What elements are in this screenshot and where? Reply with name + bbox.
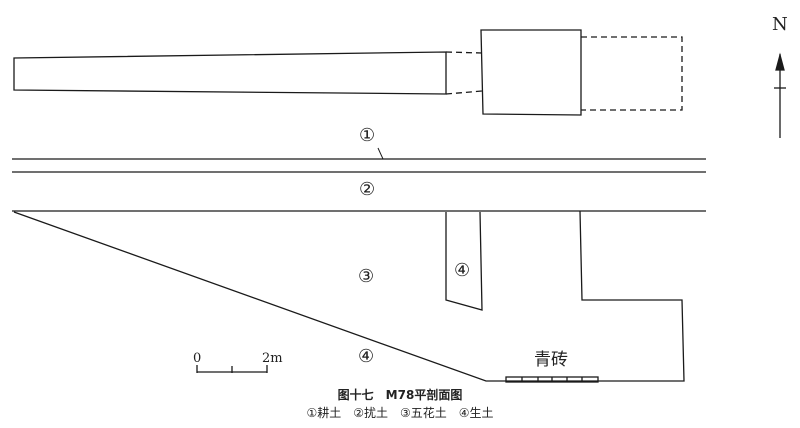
layer-label-4-lower: ④ (358, 346, 375, 367)
section-layer-boundaries (12, 147, 706, 212)
section-ramp-and-chamber-profile (13, 210, 685, 382)
plan-ramp-outline (13, 51, 447, 95)
section-pit-outline (445, 211, 483, 311)
brick-label: 青砖 (534, 350, 568, 370)
figure-caption-legend: ①耕土 ②扰土 ③五花土 ④生土 (306, 406, 494, 420)
scale-bar (196, 365, 268, 373)
layer-label-4-pit: ④ (454, 260, 471, 281)
north-label: N (772, 14, 788, 35)
layer-label-3: ③ (358, 266, 375, 287)
brick-floor (505, 376, 599, 383)
scale-zero-label: 0 (193, 351, 202, 366)
north-arrow (774, 52, 786, 138)
layer-label-2: ② (359, 179, 376, 200)
layer-label-1: ① (359, 125, 376, 146)
scale-end-label: 2m (262, 351, 283, 366)
figure-caption-title: 图十七 M78平剖面图 (337, 388, 463, 402)
plan-dashed-connectors (445, 36, 683, 111)
plan-chamber-outline (480, 29, 582, 116)
